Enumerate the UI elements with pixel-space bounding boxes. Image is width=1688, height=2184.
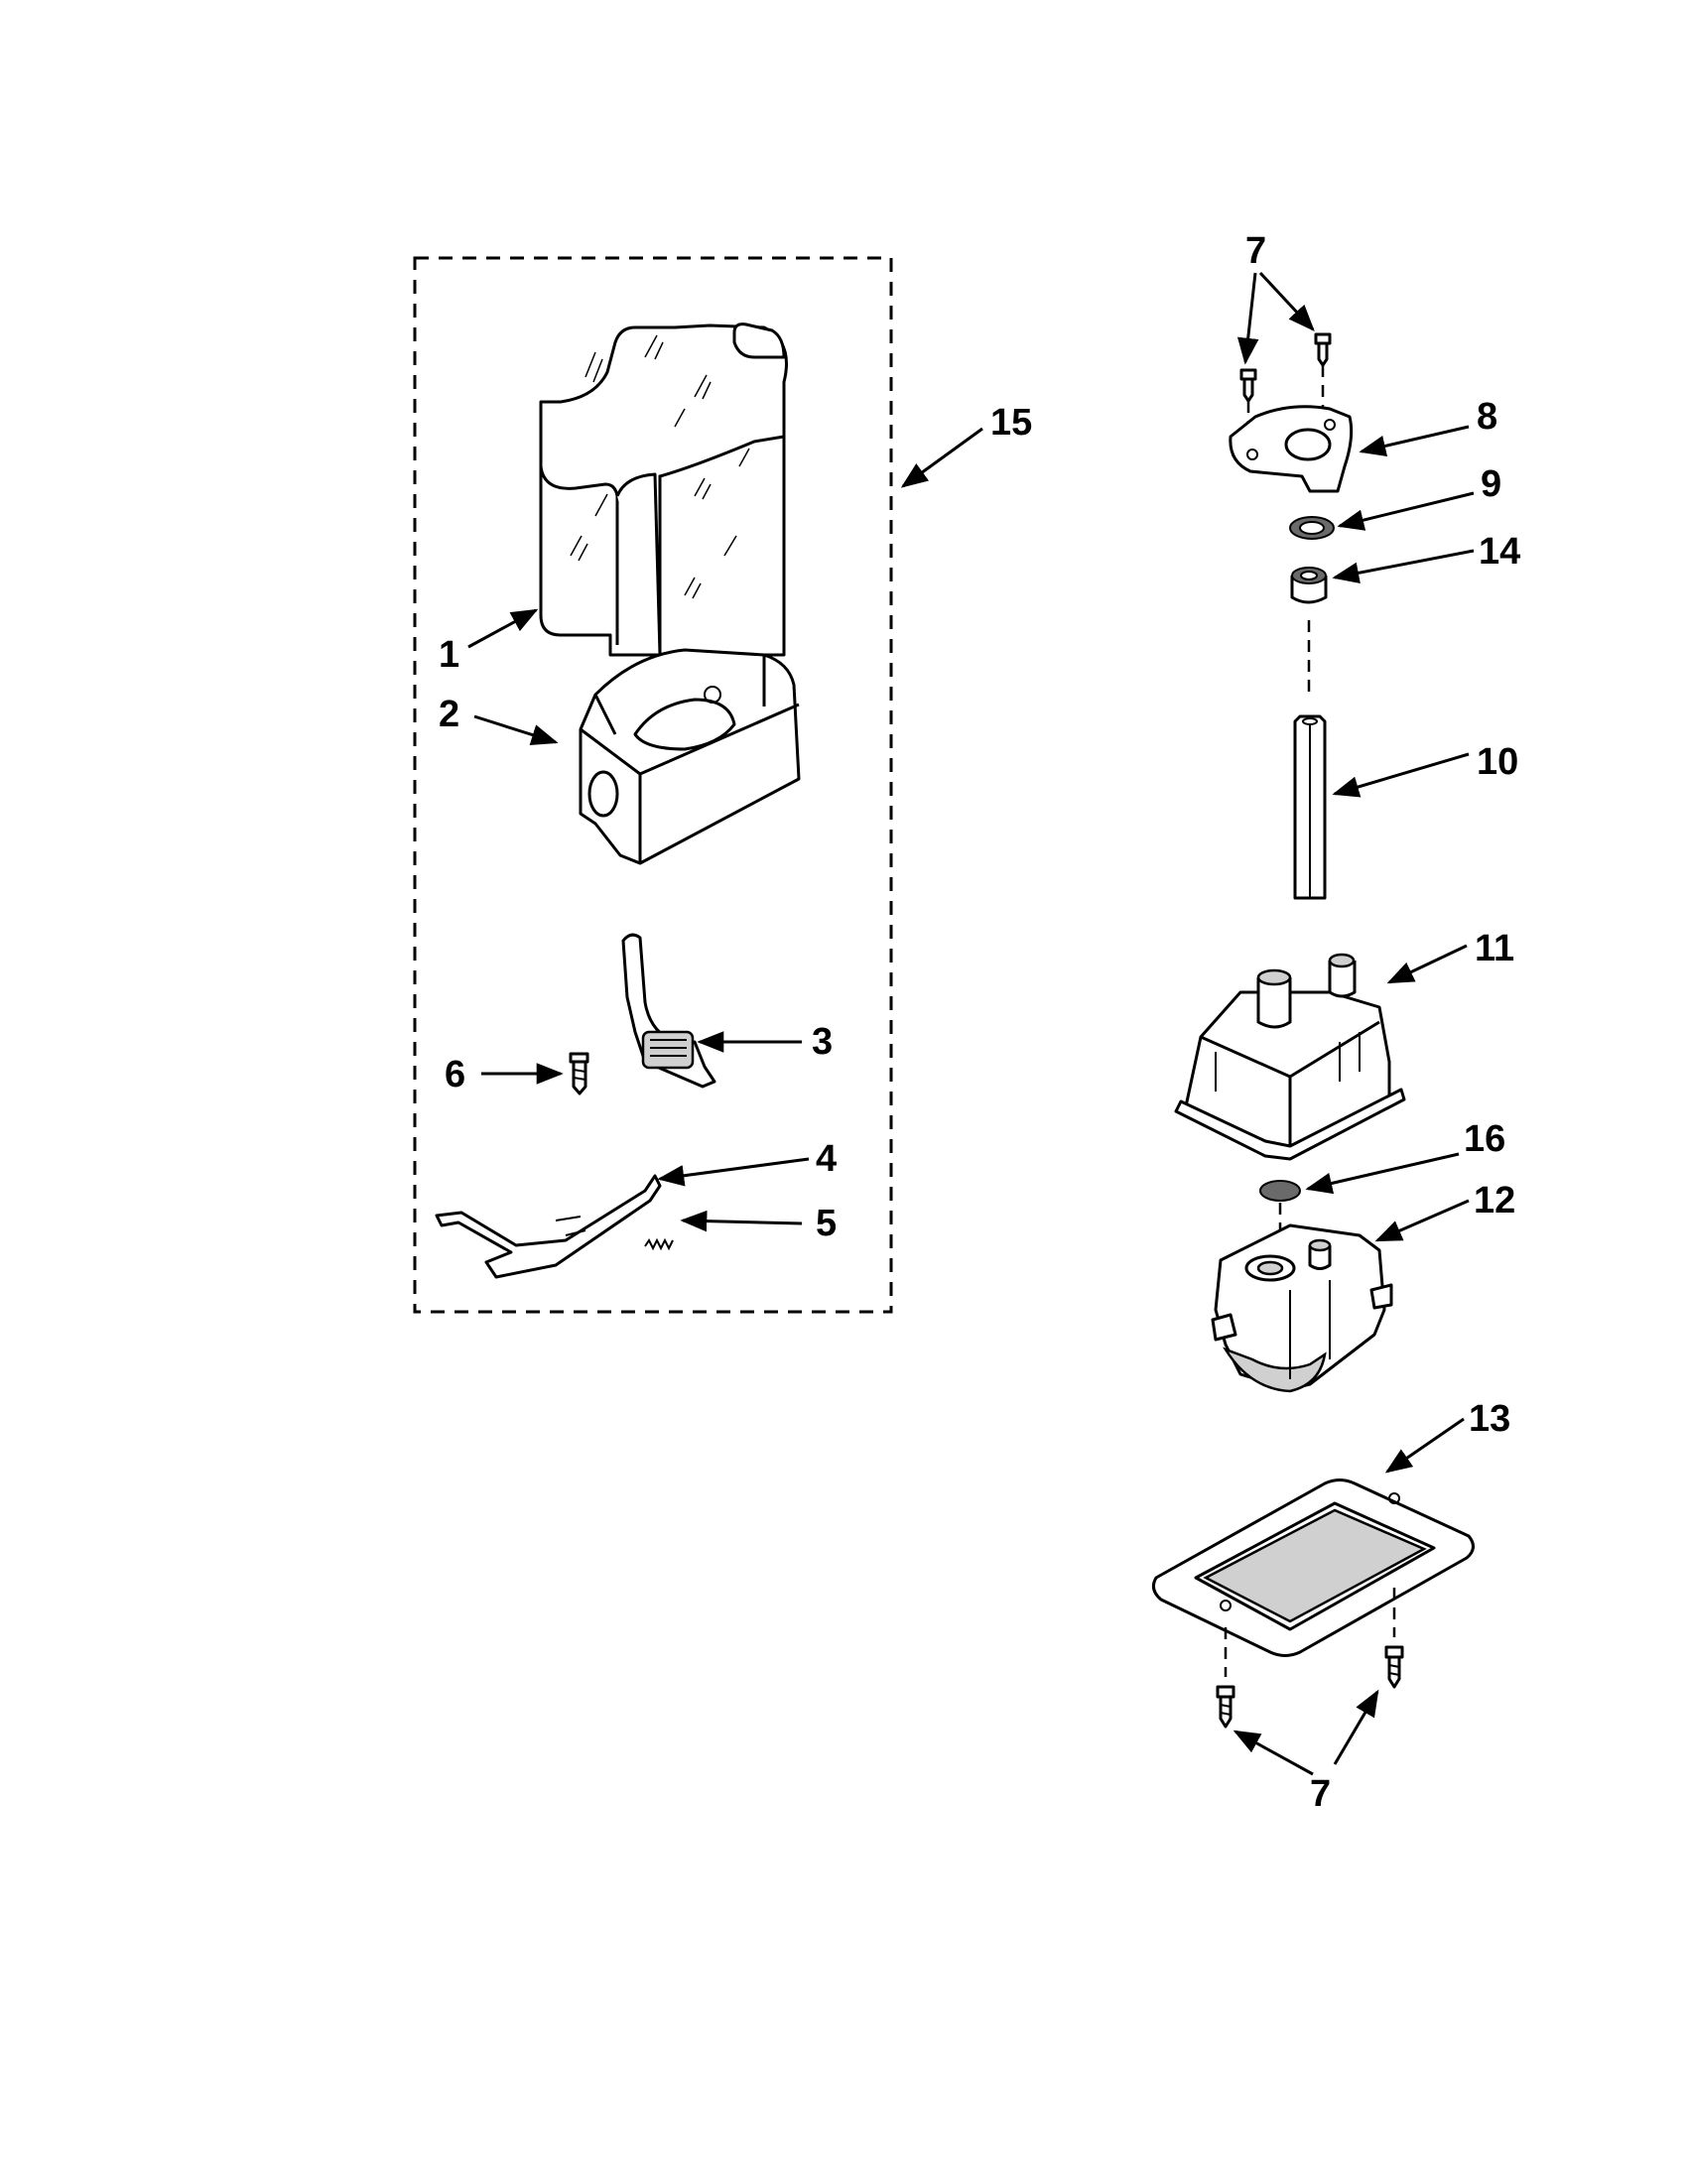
part-4-lever <box>435 1174 662 1279</box>
part-3-bracket <box>621 933 716 1089</box>
callout-1: 1 <box>439 634 459 676</box>
callout-5: 5 <box>816 1203 837 1244</box>
assembly-15-boundary <box>413 256 893 1314</box>
callout-8: 8 <box>1477 396 1497 438</box>
callout-10: 10 <box>1477 741 1518 783</box>
callout-15: 15 <box>990 402 1032 444</box>
callout-9: 9 <box>1481 463 1501 505</box>
callout-7-top: 7 <box>1245 230 1266 272</box>
part-6-screw <box>569 1052 589 1095</box>
callout-13: 13 <box>1469 1398 1510 1440</box>
part-16-disc <box>1259 1180 1301 1245</box>
callout-4: 4 <box>816 1138 837 1180</box>
callout-3: 3 <box>812 1021 833 1063</box>
callout-7-bottom: 7 <box>1310 1773 1331 1815</box>
part-8-mounting-plate <box>1229 405 1354 493</box>
part-7-bottom-screws <box>1216 1645 1404 1729</box>
part-2-bucket-housing <box>579 648 801 865</box>
callout-12: 12 <box>1474 1180 1515 1221</box>
callout-2: 2 <box>439 694 459 735</box>
part-9-washer <box>1289 516 1335 540</box>
part-14-bushing <box>1290 567 1328 604</box>
callout-6: 6 <box>445 1054 465 1095</box>
leader-lines <box>467 271 1475 1776</box>
part-12-motor <box>1211 1223 1393 1393</box>
callout-16: 16 <box>1464 1118 1505 1160</box>
part-5-spring <box>644 1237 674 1251</box>
callout-11: 11 <box>1475 928 1514 969</box>
part-13-gasket-plate <box>1151 1478 1475 1677</box>
part-11-motor-housing <box>1174 953 1406 1161</box>
callout-14: 14 <box>1479 531 1520 573</box>
part-10-shaft <box>1293 714 1327 900</box>
part-1-ice-bucket <box>539 322 788 657</box>
callouts: 15 1 2 3 6 4 5 7 8 9 14 10 11 16 12 13 7 <box>439 230 1520 1815</box>
